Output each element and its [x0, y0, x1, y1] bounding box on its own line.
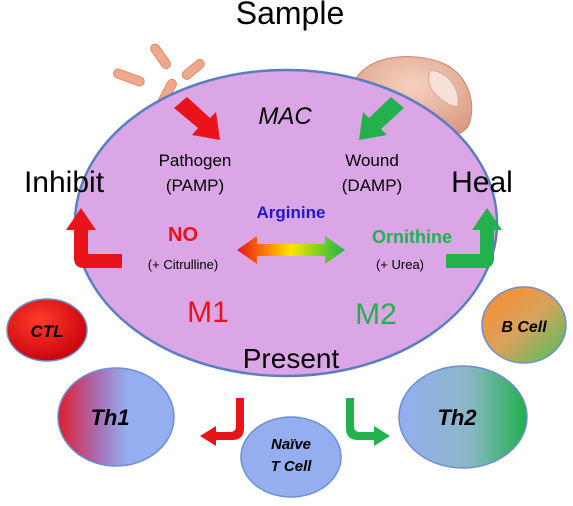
heal-label: Heal [451, 166, 513, 199]
naive-label: Naïve [271, 436, 311, 453]
pamp-label: (PAMP) [166, 176, 224, 195]
naive-t-cell [240, 416, 342, 498]
th2-differentiation-arrow-icon [346, 398, 390, 446]
urea-label: (+ Urea) [376, 257, 424, 272]
present-label: Present [243, 343, 340, 374]
th1-cell [57, 367, 175, 467]
wound-entry-arrow-icon [359, 97, 404, 140]
heal-arrow-icon [446, 208, 502, 268]
inhibit-label: Inhibit [24, 166, 105, 199]
mac-label: MAC [258, 103, 312, 130]
th2-label: Th2 [437, 405, 477, 430]
wound-label: Wound [345, 151, 399, 170]
ctl-cell [6, 298, 88, 362]
th2-cell [398, 365, 528, 469]
pathogen-entry-arrow-icon [174, 97, 220, 140]
damp-label: (DAMP) [342, 176, 402, 195]
ornithine-label: Ornithine [372, 227, 452, 247]
inhibit-arrow-icon [66, 208, 122, 268]
ctl-label: CTL [30, 322, 63, 341]
m1-label: M1 [187, 296, 229, 329]
pathogen-label: Pathogen [159, 151, 232, 170]
m2-label: M2 [355, 298, 397, 331]
t-cell-label: T Cell [271, 458, 313, 475]
arginine-conversion-arrow-icon [237, 236, 345, 264]
b-cell [481, 286, 567, 364]
th1-differentiation-arrow-icon [200, 398, 244, 446]
title: Sample [236, 0, 345, 31]
citrulline-label: (+ Citrulline) [148, 257, 218, 272]
arginine-label: Arginine [257, 203, 326, 222]
th1-label: Th1 [90, 405, 129, 430]
b-cell-label: B Cell [501, 319, 547, 336]
no-label: NO [168, 224, 198, 246]
